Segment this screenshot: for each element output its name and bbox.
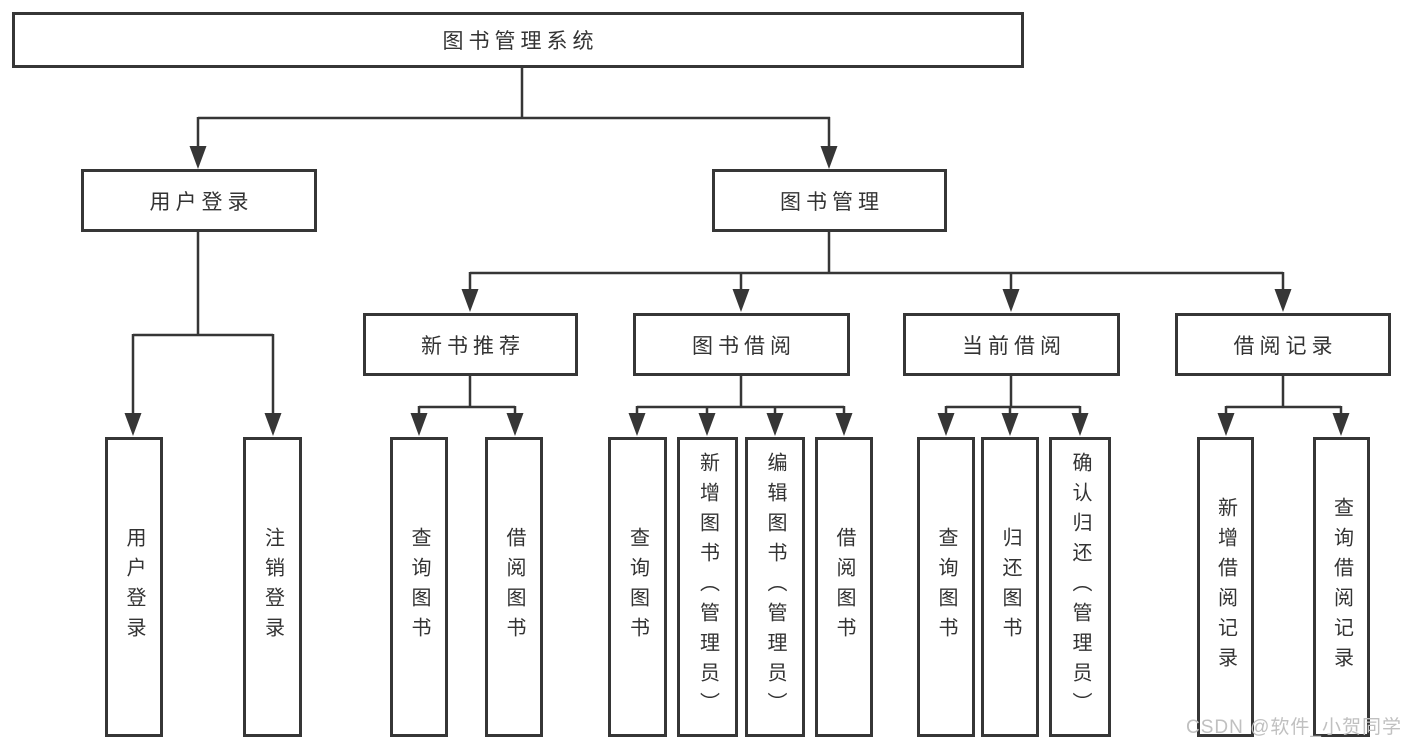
node-borrow-records: 借阅记录 bbox=[1175, 313, 1391, 376]
leaf-add-book-admin: 新增图书（管理员） bbox=[677, 437, 738, 737]
leaf-query-books-borrow-label: 查询图书 bbox=[626, 527, 649, 647]
leaf-query-borrow-record: 查询借阅记录 bbox=[1313, 437, 1370, 737]
leaf-add-borrow-record-label: 新增借阅记录 bbox=[1214, 497, 1237, 677]
leaf-query-borrow-record-label: 查询借阅记录 bbox=[1330, 497, 1353, 677]
node-current-borrow: 当前借阅 bbox=[903, 313, 1120, 376]
leaf-user-login: 用户登录 bbox=[105, 437, 163, 737]
leaf-edit-book-admin-label: 编辑图书（管理员） bbox=[764, 452, 786, 722]
leaf-borrow-books-recommend-label: 借阅图书 bbox=[503, 527, 525, 647]
leaf-user-login-label: 用户登录 bbox=[123, 527, 145, 647]
leaf-borrow-books-recommend: 借阅图书 bbox=[485, 437, 543, 737]
leaf-return-book: 归还图书 bbox=[981, 437, 1039, 737]
leaf-query-books-current: 查询图书 bbox=[917, 437, 975, 737]
leaf-borrow-books-borrow: 借阅图书 bbox=[815, 437, 873, 737]
leaf-confirm-return-admin-label: 确认归还（管理员） bbox=[1069, 452, 1091, 722]
leaf-edit-book-admin: 编辑图书（管理员） bbox=[745, 437, 805, 737]
leaf-confirm-return-admin: 确认归还（管理员） bbox=[1049, 437, 1111, 737]
node-new-book-recommend: 新书推荐 bbox=[363, 313, 578, 376]
node-system-root: 图书管理系统 bbox=[12, 12, 1024, 68]
node-book-management: 图书管理 bbox=[712, 169, 947, 232]
leaf-query-books-borrow: 查询图书 bbox=[608, 437, 667, 737]
csdn-watermark: CSDN @软件_小贺同学 bbox=[1186, 717, 1402, 738]
leaf-query-books-recommend: 查询图书 bbox=[390, 437, 448, 737]
node-book-borrow: 图书借阅 bbox=[633, 313, 850, 376]
leaf-logout: 注销登录 bbox=[243, 437, 302, 737]
leaf-query-books-recommend-label: 查询图书 bbox=[408, 527, 430, 647]
leaf-add-borrow-record: 新增借阅记录 bbox=[1197, 437, 1254, 737]
node-user-login: 用户登录 bbox=[81, 169, 317, 232]
leaf-return-book-label: 归还图书 bbox=[999, 527, 1021, 647]
leaf-query-books-current-label: 查询图书 bbox=[935, 527, 957, 647]
leaf-logout-label: 注销登录 bbox=[261, 527, 284, 647]
leaf-borrow-books-borrow-label: 借阅图书 bbox=[833, 527, 855, 647]
leaf-add-book-admin-label: 新增图书（管理员） bbox=[696, 452, 719, 722]
